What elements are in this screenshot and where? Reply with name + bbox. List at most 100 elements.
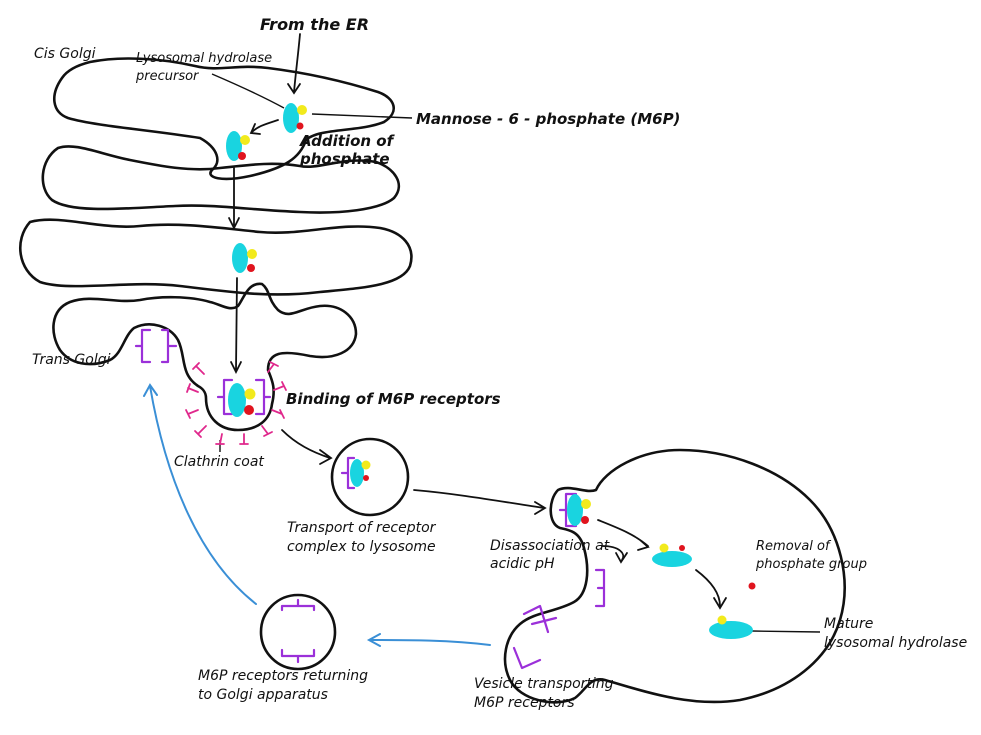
- pointer-mature: [751, 630, 821, 633]
- arrow-phosphate-addition: [249, 119, 279, 135]
- arrow-to-lysosome: [413, 489, 547, 515]
- hydrolase-complexes: [226, 103, 756, 639]
- arrow-vesicle-return: [366, 633, 491, 647]
- hydrolase-enzyme: [228, 383, 246, 417]
- label-mature-line2: lysosomal hydrolase: [824, 635, 967, 651]
- label-m6p: Mannose - 6 - phosphate (M6P): [416, 110, 680, 128]
- clathrin-triskelion: [192, 362, 205, 375]
- clathrin-triskelion: [271, 409, 285, 419]
- hydrolase-enzyme: [283, 103, 299, 133]
- clathrin-triskelion: [186, 383, 199, 393]
- cis-cisterna: [53, 57, 395, 181]
- clathrin-triskelion: [261, 425, 273, 437]
- receptor-binding: [216, 378, 272, 416]
- arrow-phosphate-removal: [695, 569, 727, 610]
- arrow-disassociation-curl: [601, 545, 628, 564]
- phosphate-group: [238, 152, 246, 160]
- hydrolase-medial-complex: [232, 243, 257, 273]
- label-binding: Binding of M6P receptors: [286, 390, 501, 408]
- label-from-er: From the ER: [260, 15, 369, 34]
- receptor-returning: [280, 598, 316, 664]
- hydrolase-lysosome-entry-complex: [567, 494, 591, 526]
- phosphate-group: [296, 122, 304, 130]
- label-precursor-line1: Lysosomal hydrolase: [136, 51, 272, 66]
- hydrolase-free-complex: [652, 543, 692, 567]
- label-disassoc-line2: acidic pH: [490, 556, 555, 572]
- receptor-trans-golgi: [134, 328, 178, 364]
- receptor-transport-vesicle: [340, 456, 356, 490]
- receptor-disassociation: [558, 492, 578, 528]
- arrow-to-free-enzyme: [597, 519, 650, 551]
- phosphate-group: [363, 475, 369, 481]
- clathrin-triskelion: [194, 425, 207, 438]
- label-vesicle-line2: M6P receptors: [474, 695, 575, 711]
- medial-cisterna-2: [19, 218, 413, 296]
- clathrin-coat: [185, 361, 287, 445]
- label-addition-line1: Addition of: [299, 132, 396, 150]
- pointer-lines: [211, 73, 821, 633]
- label-removal-line2: phosphate group: [755, 557, 867, 572]
- phosphate-group: [581, 516, 589, 524]
- hydrolase-enzyme: [567, 494, 583, 526]
- clathrin-triskelion: [215, 433, 225, 445]
- label-disassoc-line1: Disassociation at: [490, 538, 610, 554]
- label-mature-line1: Mature: [824, 616, 873, 632]
- m6p-sugar: [240, 135, 250, 145]
- label-transport-line2: complex to lysosome: [287, 539, 436, 555]
- arrow-from-er: [287, 33, 301, 95]
- hydrolase-enzyme: [652, 551, 692, 567]
- label-returning-line2: to Golgi apparatus: [198, 687, 328, 703]
- hydrolase-phosphorylated-complex: [226, 131, 250, 161]
- label-transport-line1: Transport of receptor: [287, 520, 437, 536]
- label-vesicle-line1: Vesicle transporting: [474, 676, 614, 692]
- hydrolase-enzyme: [350, 459, 364, 487]
- phosphate-group: [679, 545, 685, 551]
- transport-vesicle: [330, 437, 410, 517]
- mature-hydrolase: [709, 615, 753, 639]
- labels: From the ER Cis Golgi Lysosomal hydrolas…: [32, 15, 967, 711]
- returning-vesicle: [259, 593, 337, 671]
- m6p-sugar: [581, 499, 591, 509]
- hydrolase-bound-complex: [228, 383, 256, 417]
- m6p-sugar: [717, 615, 727, 625]
- lysosome-membrane: [503, 448, 846, 704]
- receptor-free-lysosome: [594, 568, 606, 608]
- label-returning-line1: M6P receptors returning: [198, 668, 368, 684]
- lysosome: [503, 448, 846, 704]
- clathrin-triskelion: [185, 409, 199, 419]
- arrow-to-transport-vesicle: [281, 429, 333, 465]
- m6p-receptors: [134, 328, 606, 670]
- arrow-cis-to-medial: [228, 167, 240, 231]
- m6p-sugar: [247, 249, 257, 259]
- label-cis-golgi: Cis Golgi: [34, 46, 96, 62]
- arrows: [143, 33, 727, 647]
- m6p-sugar: [361, 460, 371, 470]
- removed-phosphate-group: [748, 582, 756, 590]
- clathrin-triskelion: [273, 381, 287, 391]
- m6p-sugar: [297, 105, 307, 115]
- clathrin-triskelion: [239, 433, 249, 445]
- label-precursor-line2: precursor: [135, 69, 200, 84]
- hydrolase-enzyme: [226, 131, 242, 161]
- receptor-budding-vesicle: [512, 604, 558, 670]
- medial-cisterna-1: [41, 145, 401, 214]
- hydrolase-enzyme: [232, 243, 248, 273]
- label-removal-line1: Removal of: [756, 539, 832, 554]
- pointer-precursor: [211, 73, 285, 109]
- m6p-sugar: [659, 543, 669, 553]
- clathrin-triskelion: [267, 361, 279, 373]
- arrow-return-to-golgi: [143, 383, 257, 605]
- label-clathrin: Clathrin coat: [174, 454, 264, 470]
- hydrolase-precursor-complex: [283, 103, 307, 133]
- phosphate-group: [247, 264, 255, 272]
- m6p-sugar: [244, 388, 256, 400]
- pointer-m6p: [311, 113, 413, 119]
- hydrolase-enzyme: [709, 621, 753, 639]
- arrow-medial-to-trans: [230, 277, 242, 375]
- label-trans-golgi: Trans Golgi: [32, 352, 111, 368]
- hydrolase-transport-complex: [350, 459, 371, 487]
- label-addition-line2: phosphate: [299, 150, 390, 168]
- phosphate-group: [244, 405, 254, 415]
- golgi-apparatus: [19, 57, 413, 432]
